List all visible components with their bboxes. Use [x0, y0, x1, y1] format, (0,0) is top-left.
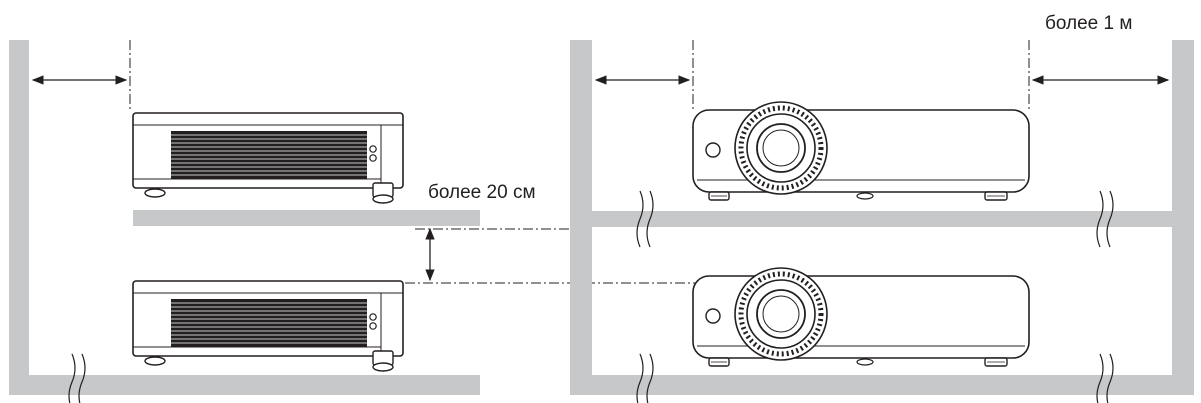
side-clearance-label: более 1 м — [1045, 13, 1132, 34]
projector-side-upper — [132, 112, 404, 204]
right-floor — [570, 375, 1194, 395]
right-front-view-scene: более 1 м — [570, 13, 1194, 403]
left-floor — [9, 375, 480, 395]
projector-side-lower — [132, 280, 404, 372]
vertical-clearance-label: более 20 см — [428, 182, 536, 203]
projector-front-upper — [693, 102, 1029, 200]
left-wall — [9, 40, 29, 395]
left-shelf — [133, 210, 480, 226]
right-shelf — [570, 211, 1194, 227]
projector-front-lower — [693, 268, 1029, 366]
left-side-view-scene: более 20 см — [9, 40, 700, 403]
